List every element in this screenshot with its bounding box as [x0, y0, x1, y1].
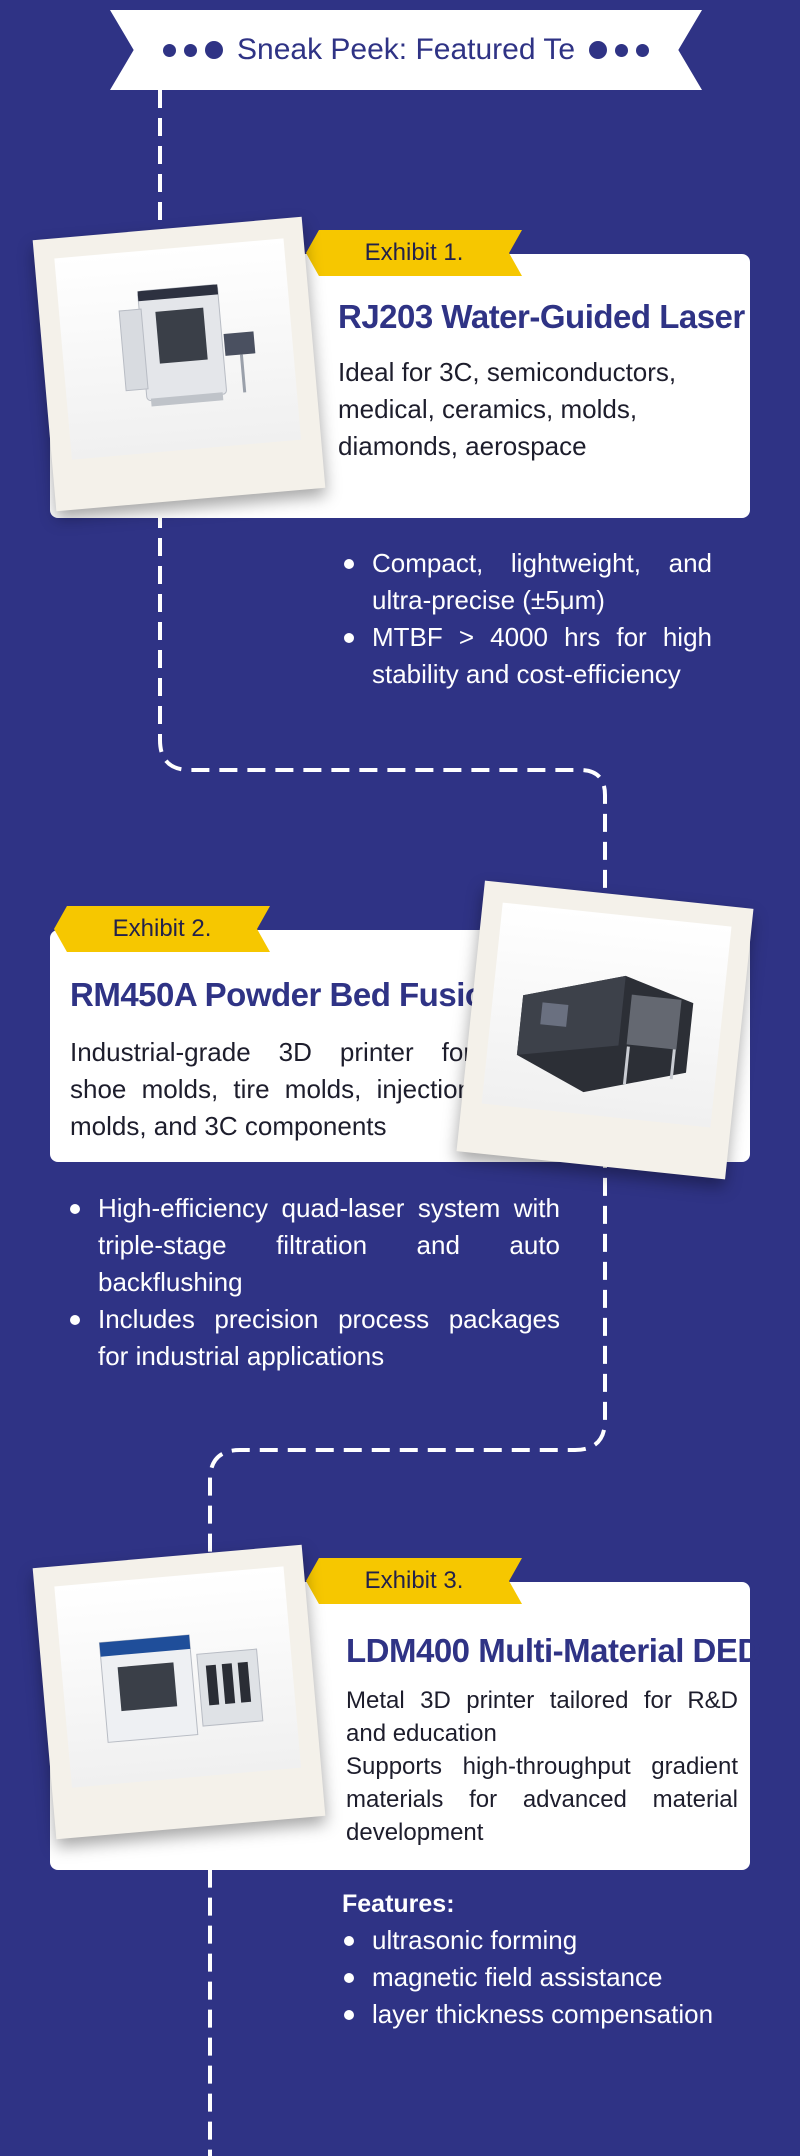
- exhibit-bullets-3: ultrasonic forming magnetic field assist…: [340, 1922, 760, 2033]
- left-dots: [163, 41, 223, 59]
- exhibit-photo-1: [32, 216, 326, 512]
- bullet-item: Includes precision process packages for …: [66, 1301, 560, 1375]
- exhibit-title-2: RM450A Powder Bed Fusion: [70, 976, 505, 1013]
- bullet-item: Compact, lightweight, and ultra-precise …: [340, 545, 712, 619]
- exhibit-title-1: RJ203 Water-Guided Laser: [338, 298, 745, 335]
- exhibit-tag-3: Exhibit 3.: [306, 1558, 522, 1604]
- exhibit-description-1: Ideal for 3C, semiconductors, medical, c…: [338, 357, 677, 461]
- exhibit-tag-1: Exhibit 1.: [306, 230, 522, 276]
- description-line: Supports high-throughput gradient materi…: [346, 1753, 738, 1846]
- dot-icon: [163, 43, 176, 57]
- dot-icon: [636, 43, 649, 57]
- dot-icon: [205, 41, 223, 59]
- bullet-item: High-efficiency quad-laser system with t…: [66, 1190, 560, 1301]
- exhibit-title-3: LDM400 Multi-Material DED: [346, 1632, 761, 1669]
- exhibit-description-3: Metal 3D printer tailored for R&D and ed…: [346, 1684, 738, 1849]
- laser-machine-illustration: [118, 284, 256, 407]
- photo-frame: [481, 902, 732, 1128]
- exhibit-photo-2: [456, 880, 754, 1180]
- dot-icon: [615, 43, 628, 57]
- dot-icon: [589, 41, 607, 59]
- exhibit-bullets-2: High-efficiency quad-laser system with t…: [66, 1190, 560, 1375]
- bullet-item: ultrasonic forming: [340, 1922, 760, 1959]
- dot-icon: [184, 43, 197, 57]
- ded-printer-illustration: [98, 1634, 264, 1743]
- bullet-item: MTBF > 4000 hrs for high stability and c…: [340, 619, 712, 693]
- photo-frame: [54, 238, 302, 460]
- banner-title: Sneak Peek: Featured Te: [237, 33, 575, 66]
- right-dots: [589, 41, 649, 59]
- photo-frame: [54, 1566, 302, 1788]
- exhibit-tag-2: Exhibit 2.: [54, 906, 270, 952]
- bullet-item: magnetic field assistance: [340, 1959, 760, 1996]
- powder-bed-printer-illustration: [516, 975, 694, 1093]
- description-line: Metal 3D printer tailored for R&D and ed…: [346, 1687, 738, 1747]
- exhibit-description-2: Industrial-grade 3D printer for shoe mol…: [70, 1037, 472, 1141]
- bullet-item: layer thickness compensation: [340, 1996, 760, 2033]
- section-banner: Sneak Peek: Featured Te: [110, 10, 702, 90]
- exhibit-photo-3: [32, 1544, 326, 1840]
- exhibit-bullets-1: Compact, lightweight, and ultra-precise …: [340, 545, 712, 693]
- features-label: Features:: [342, 1890, 455, 1918]
